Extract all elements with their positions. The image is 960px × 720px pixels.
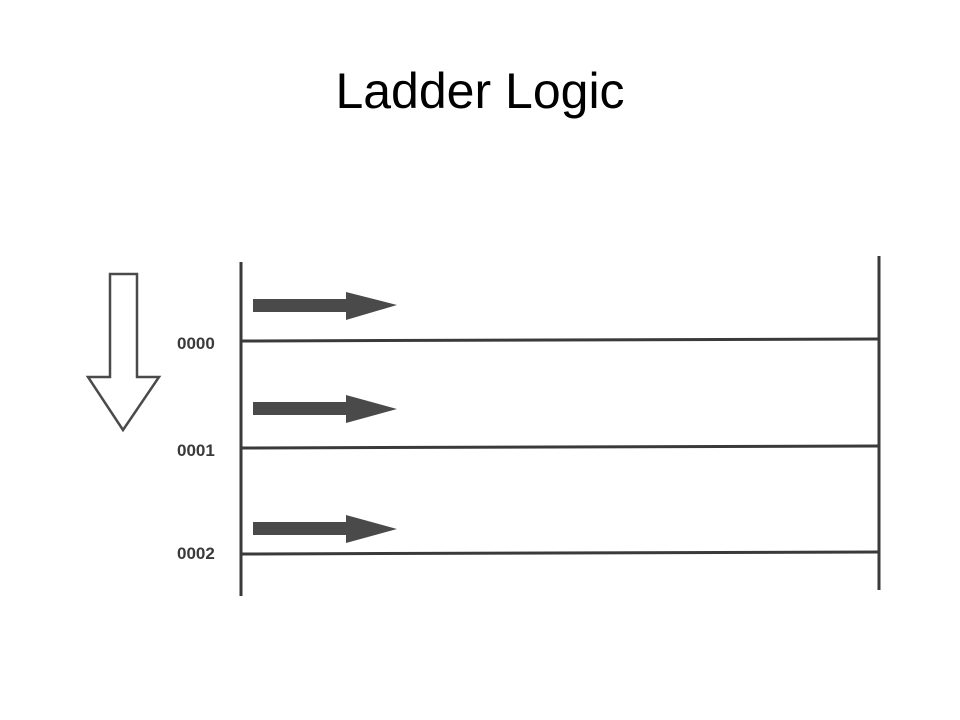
power-flow-arrow-icon <box>253 292 397 320</box>
rung-line <box>240 550 880 556</box>
slide-title: Ladder Logic <box>335 63 625 119</box>
rung-0002: 0002 <box>177 515 880 563</box>
power-flow-arrow-icon <box>253 395 397 423</box>
rung-line <box>240 444 880 450</box>
rung-0001: 0001 <box>177 395 880 460</box>
rung-number-label: 0001 <box>177 441 215 460</box>
rung-line <box>240 337 880 343</box>
rung-number-label: 0002 <box>177 544 215 563</box>
scan-direction-arrow-icon <box>85 272 162 433</box>
rung-0000: 0000 <box>177 292 880 353</box>
power-flow-arrow-icon <box>253 515 397 543</box>
rung-number-label: 0000 <box>177 334 215 353</box>
